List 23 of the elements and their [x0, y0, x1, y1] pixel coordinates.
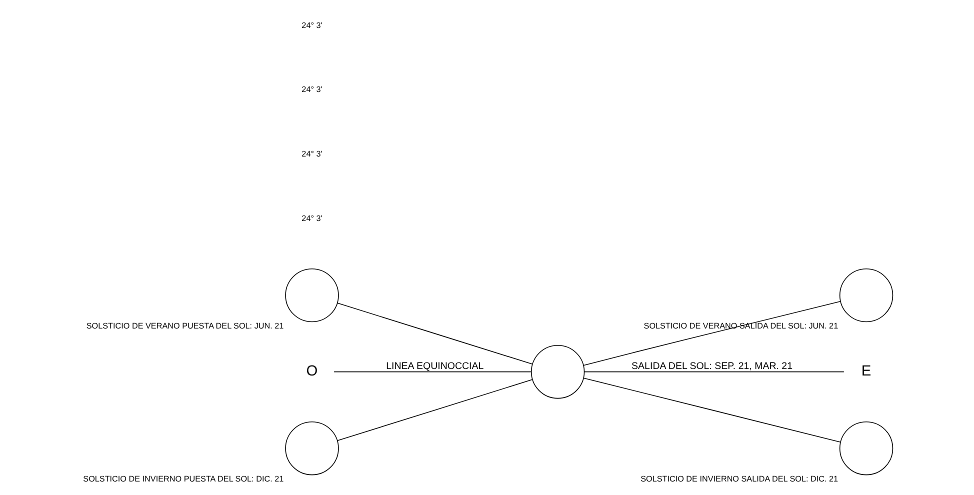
connector [336, 302, 533, 365]
node-circle [839, 421, 894, 476]
node-label: SOLSTICIO DE VERANO PUESTA DEL SOL: JUN. 21 [86, 321, 284, 330]
connector [584, 371, 844, 372]
label: 24° 3' [302, 85, 322, 94]
connector [336, 379, 533, 442]
label: 24° 3' [302, 20, 322, 30]
node-text: E [861, 363, 872, 380]
edge-label: LINEA EQUINOCCIAL [386, 361, 484, 372]
connector [583, 378, 841, 442]
label: 24° 3' [302, 150, 322, 159]
node-label: SOLSTICIO DE VERANO SALIDA DEL SOL: JUN. 21 [644, 321, 838, 330]
node-text: O [306, 363, 318, 380]
connector [583, 301, 841, 366]
node-circle [530, 344, 585, 399]
node-label: SOLSTICIO DE INVIERNO PUESTA DEL SOL: DIC. 21 [83, 474, 284, 484]
node-label: SOLSTICIO DE INVIERNO SALIDA DEL SOL: DIC. 21 [640, 474, 838, 484]
node-circle [839, 268, 894, 322]
label: 24° 3' [302, 214, 322, 223]
connector [334, 371, 532, 372]
edge-label: SALIDA DEL SOL: SEP. 21, MAR. 21 [632, 361, 793, 372]
node-circle [285, 421, 339, 476]
node-circle [285, 268, 339, 322]
